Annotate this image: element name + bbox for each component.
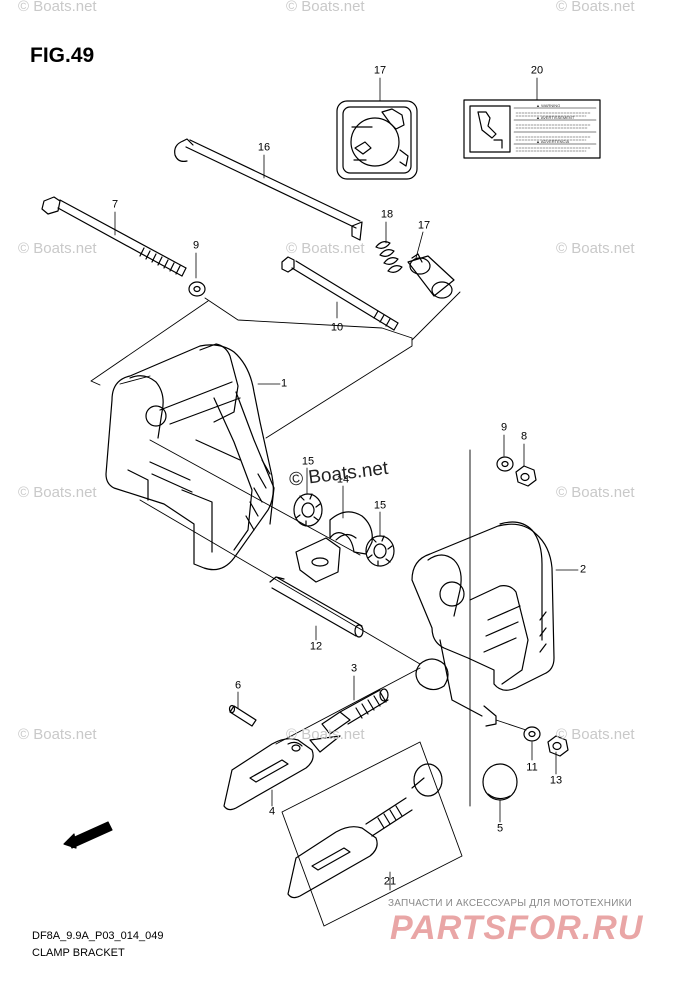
callout-3: 3 — [350, 662, 358, 675]
callout-18: 18 — [380, 208, 394, 221]
part-4-lever — [223, 738, 314, 811]
callout-14: 14 — [336, 473, 350, 486]
watermark: © Boats.net — [18, 240, 97, 257]
callout-15-right: 15 — [373, 499, 387, 512]
callout-9-right: 9 — [500, 421, 508, 434]
part-15-washer-b — [365, 535, 395, 567]
watermark: © Boats.net — [286, 726, 365, 743]
callout-21: 21 — [383, 875, 397, 888]
callout-17: 17 — [417, 219, 431, 232]
part-9-washer-top — [188, 281, 206, 297]
callout-20: 20 — [530, 64, 544, 77]
part-3-screw — [309, 688, 389, 753]
part-17-bushing — [407, 253, 455, 299]
figure-title: FIG.49 — [30, 44, 95, 67]
watermark: © Boats.net — [556, 726, 635, 743]
part-19-sticker — [336, 100, 418, 180]
part-16-tilt-rod — [174, 138, 363, 241]
part-5-pad — [482, 763, 518, 801]
callout-15-left: 15 — [301, 455, 315, 468]
callout-19: 17 — [373, 64, 387, 77]
callout-leaders — [114, 77, 579, 891]
part-18-spring — [375, 241, 403, 273]
callout-8: 8 — [520, 430, 528, 443]
promo-logo: PARTSFOR.RU — [390, 909, 644, 947]
fwd-arrow-icon — [63, 821, 113, 849]
watermark: © Boats.net — [556, 240, 635, 257]
warning-line-3: ▲ ADVERTENCIA — [536, 139, 570, 144]
part-7-bolt — [41, 196, 187, 277]
part-20-warning-label — [463, 99, 601, 159]
callout-10: 10 — [330, 321, 344, 334]
part-11-washer — [523, 726, 541, 742]
watermark: © Boats.net — [556, 484, 635, 501]
part-21-assembly — [281, 741, 463, 927]
part-13-nut — [547, 735, 569, 757]
part-15-washer-a — [293, 493, 323, 527]
part-10-rod — [281, 256, 399, 331]
watermark: © Boats.net — [556, 0, 635, 15]
watermark: © Boats.net — [286, 240, 365, 257]
part-2-clamp-bracket-right — [411, 521, 555, 727]
watermark: © Boats.net — [18, 484, 97, 501]
watermark: © Boats.net — [18, 726, 97, 743]
callout-9-top: 9 — [192, 239, 200, 252]
promo-tagline: ЗАПЧАСТИ И АКСЕССУАРЫ ДЛЯ МОТОТЕХНИКИ — [388, 898, 633, 909]
callout-5: 5 — [496, 822, 504, 835]
diagram-name: CLAMP BRACKET — [32, 947, 125, 959]
assembly-leader-lines — [90, 291, 527, 807]
warning-line-2: ▲ AVERTISSEMENT — [536, 115, 575, 120]
part-1-clamp-bracket-left — [105, 343, 275, 571]
callout-1: 1 — [280, 377, 288, 390]
watermark: © Boats.net — [286, 0, 365, 15]
callout-12: 12 — [309, 640, 323, 653]
part-12-pin — [269, 576, 364, 638]
callout-11: 11 — [526, 761, 538, 774]
part-14-plate — [295, 511, 373, 583]
callout-6: 6 — [234, 679, 242, 692]
callout-4: 4 — [268, 805, 276, 818]
callout-16: 16 — [257, 141, 271, 154]
watermark: © Boats.net — [18, 0, 97, 15]
callout-13: 13 — [549, 774, 563, 787]
callout-2: 2 — [579, 563, 587, 576]
part-8-nut — [515, 465, 537, 487]
diagram-code: DF8A_9.9A_P03_014_049 — [32, 930, 164, 942]
part-9-washer-right — [496, 456, 514, 472]
part-6-pin — [228, 704, 257, 727]
warning-line-1: ▲ WARNING — [536, 103, 561, 108]
callout-7: 7 — [111, 198, 119, 211]
